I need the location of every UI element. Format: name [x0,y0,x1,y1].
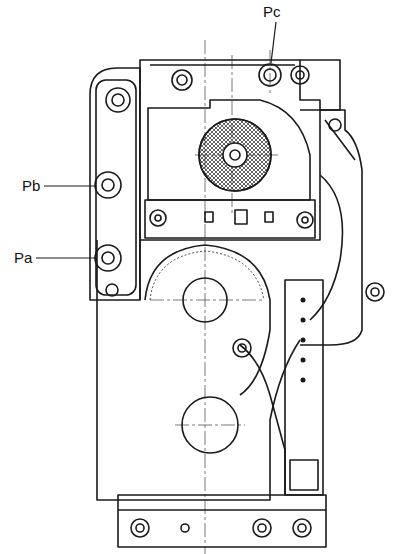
callout-label: Pa [14,250,32,265]
callout-label: Pc [263,4,281,19]
callout-label: Pb [22,178,40,193]
